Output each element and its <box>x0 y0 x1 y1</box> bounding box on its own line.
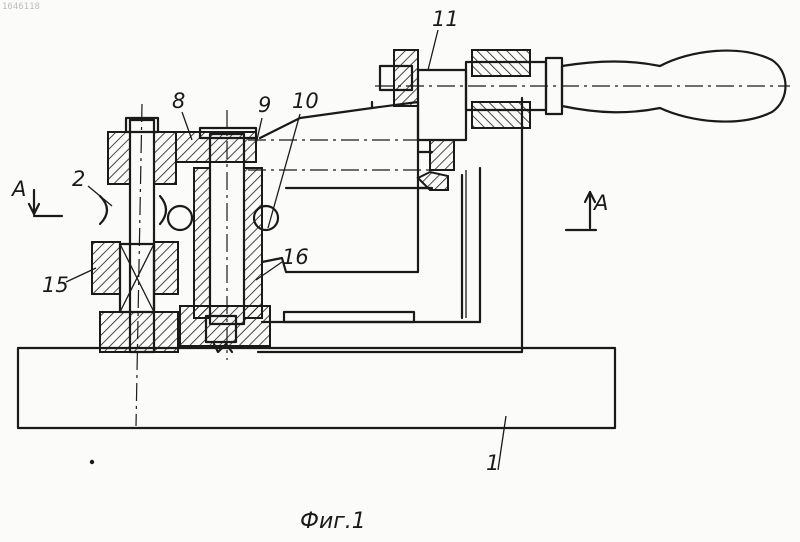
callout-8: 8 <box>172 89 185 113</box>
callout-11: 11 <box>432 7 459 31</box>
callout-2: 2 <box>72 167 85 191</box>
callout-16: 16 <box>282 245 309 269</box>
section-label-right: A <box>592 191 608 215</box>
patent-number: 1646118 <box>2 2 40 12</box>
left-shaft-assembly <box>92 104 256 426</box>
frame-upright <box>258 98 522 352</box>
stop-rod <box>284 312 414 322</box>
section-marker-right: A <box>566 191 608 230</box>
ink-speck <box>90 460 94 464</box>
callout-1: 1 <box>486 451 499 475</box>
callout-15: 15 <box>42 273 69 297</box>
screw-assembly <box>375 50 790 128</box>
callout-9: 9 <box>258 93 271 117</box>
section-marker-left: A <box>10 177 62 216</box>
base-plate <box>18 348 615 428</box>
figure-caption: Фиг.1 <box>300 509 366 534</box>
callout-10: 10 <box>292 89 319 113</box>
section-label-left: A <box>10 177 26 201</box>
